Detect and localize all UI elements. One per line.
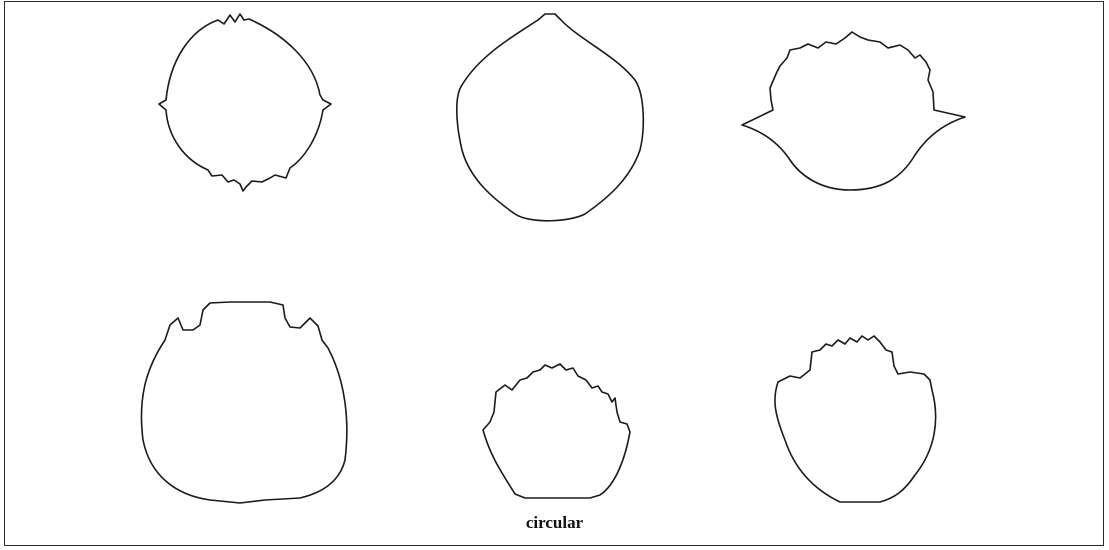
outline-shape-4 [141,302,346,503]
outline-shape-2 [457,14,644,221]
figure-caption: circular [0,513,1109,533]
outline-shape-6 [775,336,936,502]
outline-shape-1 [159,14,331,191]
outline-shape-3 [742,32,965,190]
outline-shape-5 [483,364,630,498]
